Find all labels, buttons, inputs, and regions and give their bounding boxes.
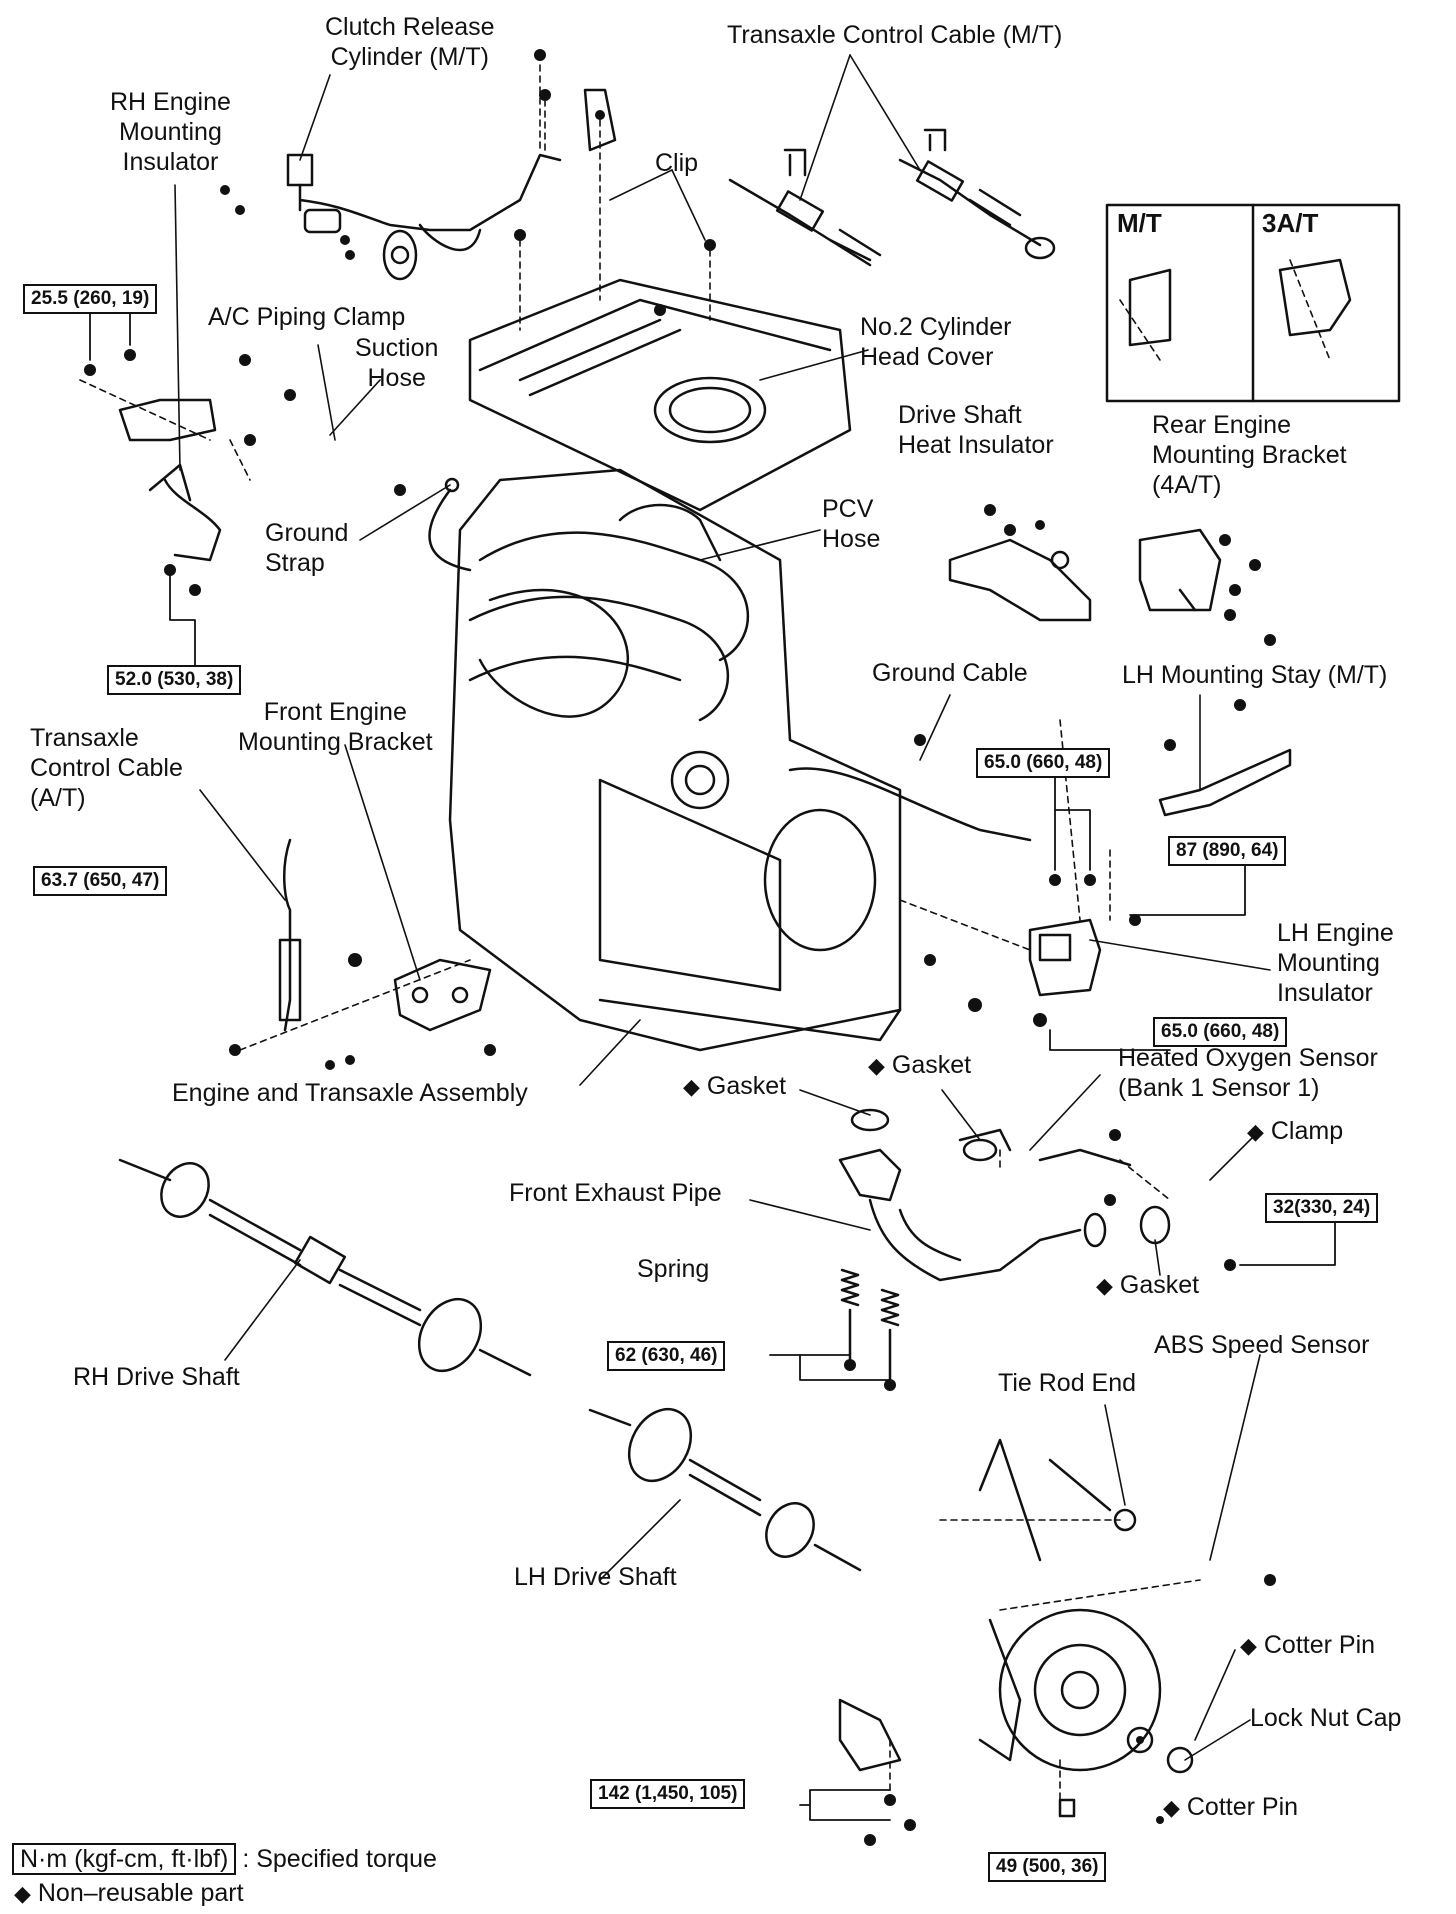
lh-mounting-stay-part [1158,748,1292,817]
leader-lines [174,54,1271,1761]
legend-unit-text: : Specified torque [242,1845,437,1873]
nonreusable-diamond-icon: ◆ [1096,1273,1113,1298]
label-heated-oxygen-sensor: Heated Oxygen Sensor (Bank 1 Sensor 1) [1118,1044,1378,1102]
rh-drive-shaft-part [118,1158,532,1377]
steering-knuckle-part [838,1438,1194,1818]
torque-spec-6: 65.0 (660, 48) [1153,1017,1288,1047]
label-front-engine-mounting-bracket: Front Engine Mounting Bracket [238,698,433,756]
label-rear-engine-mounting-bracket: Rear Engine Mounting Bracket (4A/T) [1152,411,1347,499]
label-rh-drive-shaft: RH Drive Shaft [73,1363,240,1391]
legend-nonreusable: ◆ Non–reusable part [14,1878,244,1909]
label-tie-rod-end: Tie Rod End [998,1369,1137,1397]
clutch-release-cylinder-part [286,88,617,281]
nonreusable-diamond-icon: ◆ [1240,1633,1257,1658]
torque-spec-9: 142 (1,450, 105) [590,1779,746,1809]
nonreusable-diamond-icon: ◆ [1163,1795,1180,1820]
engine-assembly-part [448,468,1032,1052]
label-lh-drive-shaft: LH Drive Shaft [514,1563,677,1591]
label-front-exhaust-pipe: Front Exhaust Pipe [509,1179,722,1207]
torque-spec-7: 32(330, 24) [1265,1193,1379,1223]
label-rh-engine-mounting-insulator: RH Engine Mounting Insulator [110,88,231,176]
label-transaxle-control-cable-mt: Transaxle Control Cable (M/T) [727,21,1063,49]
label-cotter-pin-1: ◆ Cotter Pin [1240,1631,1376,1659]
torque-spec-3: 63.7 (650, 47) [33,866,168,896]
label-lock-nut-cap: Lock Nut Cap [1250,1704,1402,1732]
label-suction-hose: Suction Hose [355,334,439,392]
torque-spec-5: 87 (890, 64) [1168,836,1287,866]
drive-shaft-heat-insulator-part [948,538,1092,622]
label-lh-engine-mounting-insulator: LH Engine Mounting Insulator [1277,919,1394,1007]
legend-torque: N·m (kgf-cm, ft·lbf): Specified torque [12,1843,437,1875]
label-drive-shaft-heat-insulator: Drive Shaft Heat Insulator [898,401,1054,459]
nonreusable-diamond-icon: ◆ [1247,1119,1264,1144]
transaxle-control-cable-at-part [278,838,302,1032]
label-abs-speed-sensor: ABS Speed Sensor [1154,1331,1370,1359]
nonreusable-diamond-icon: ◆ [683,1074,700,1099]
ground-strap-part [428,477,472,572]
nonreusable-diamond-icon: ◆ [868,1053,885,1078]
torque-spec-1: 25.5 (260, 19) [23,284,158,314]
torque-spec-2: 52.0 (530, 38) [107,665,242,695]
spring-bolt-part [840,1268,900,1382]
legend-unit-box: N·m (kgf-cm, ft·lbf) [12,1843,237,1875]
label-pcv-hose: PCV Hose [822,495,881,553]
transaxle-control-cable-mt-part [728,128,1056,267]
lh-drive-shaft-part [588,1407,862,1572]
label-ac-piping-clamp: A/C Piping Clamp [208,303,406,331]
label-gasket-2: ◆ Gasket [868,1051,972,1079]
front-mounting-bracket-part [393,958,492,1032]
torque-bracket-lines [89,299,1336,1881]
torque-spec-4: 65.0 (660, 48) [976,748,1111,778]
inset-header-3at: 3A/T [1262,208,1319,238]
label-clamp: ◆ Clamp [1247,1117,1344,1145]
label-transaxle-control-cable-at: Transaxle Control Cable (A/T) [30,724,183,812]
cylinder-head-cover-part [468,278,852,512]
label-ground-strap: Ground Strap [265,519,349,577]
fasteners [84,49,1276,1846]
torque-spec-10: 49 (500, 36) [988,1852,1107,1882]
torque-spec-8: 62 (630, 46) [607,1341,726,1371]
label-ground-cable: Ground Cable [872,659,1028,687]
nonreusable-diamond-icon: ◆ [14,1881,31,1906]
label-spring: Spring [637,1255,710,1283]
label-cotter-pin-2: ◆ Cotter Pin [1163,1793,1299,1821]
label-no2-cylinder-head-cover: No.2 Cylinder Head Cover [860,313,1012,371]
label-gasket-3: ◆ Gasket [1096,1271,1200,1299]
legend-nonreusable-text: Non–reusable part [37,1879,244,1907]
label-engine-transaxle-assembly: Engine and Transaxle Assembly [172,1079,528,1107]
rh-mount-part [118,398,222,562]
inset-box [1105,203,1401,403]
lh-mount-part [1028,918,1102,997]
inset-header-mt: M/T [1117,208,1162,238]
label-clip: Clip [655,149,699,177]
label-clutch-release-cylinder: Clutch Release Cylinder (M/T) [325,13,495,71]
rear-mounting-bracket-part [1138,528,1222,612]
label-gasket-1: ◆ Gasket [683,1072,787,1100]
front-exhaust-pipe-part [838,1108,1171,1282]
label-lh-mounting-stay: LH Mounting Stay (M/T) [1122,661,1388,689]
